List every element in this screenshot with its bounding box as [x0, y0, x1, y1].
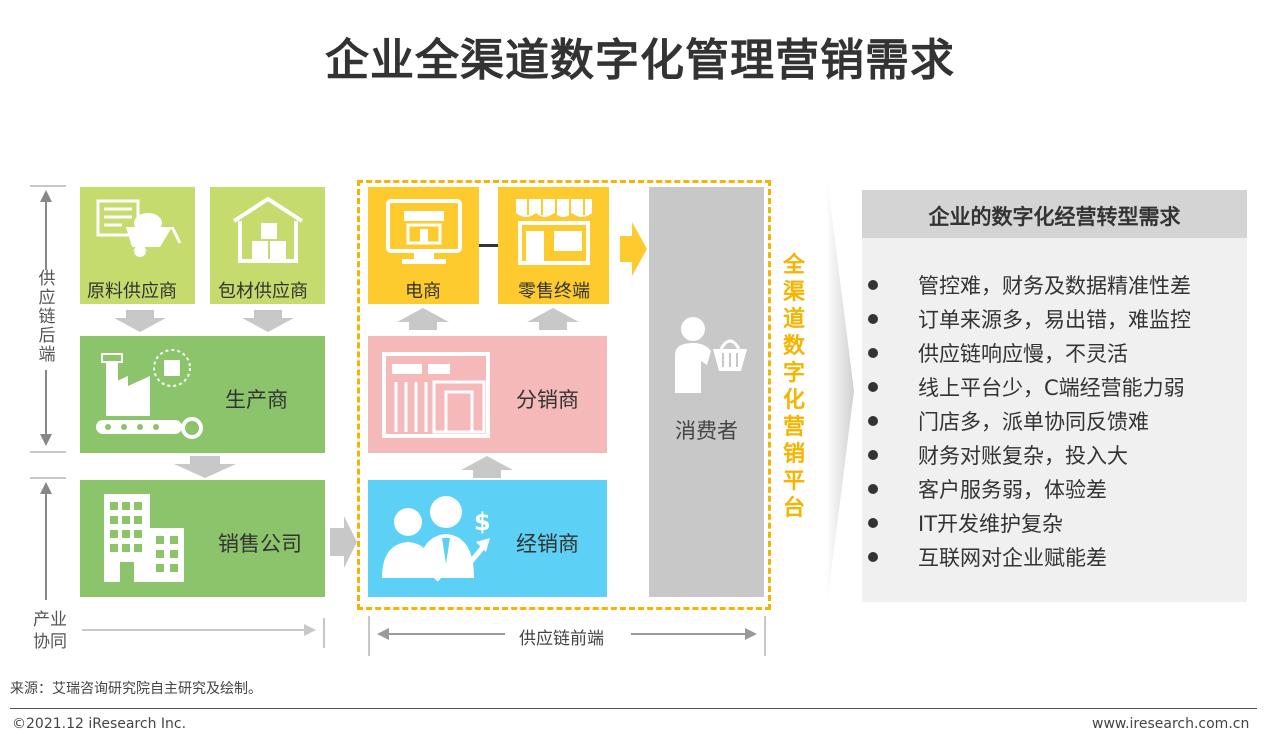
- down-arrow-icon: [242, 310, 294, 332]
- needs-header-bar: 企业的数字化经营转型需求: [862, 190, 1247, 238]
- footer-divider: [10, 708, 1257, 709]
- office-building-icon: [104, 494, 184, 582]
- raw-supplier-label: 原料供应商: [87, 281, 177, 302]
- bullet-icon: [868, 348, 878, 358]
- consumer-label: 消费者: [675, 419, 738, 443]
- right-arrow-icon: [620, 222, 647, 276]
- supply-front-label: 供应链前端: [519, 629, 604, 649]
- right-arrow-icon: [330, 516, 357, 568]
- supply-front-arrow: [368, 616, 766, 656]
- shopping-basket-person-icon: [675, 317, 747, 393]
- warehouse-icon: [232, 196, 304, 263]
- left-axis-lines: [30, 185, 66, 600]
- website: www.iresearch.com.cn: [1092, 716, 1250, 732]
- wheelbarrow-icon: [96, 199, 182, 257]
- industry-collab-arrow: [82, 618, 325, 648]
- down-arrow-icon: [114, 310, 166, 332]
- needs-list-item: 线上平台少，C端经营能力弱: [868, 372, 1185, 402]
- bullet-icon: [868, 382, 878, 392]
- shop-icon: [516, 199, 592, 265]
- retail-terminal-label: 零售终端: [518, 281, 590, 302]
- dealer-label: 经销商: [516, 532, 579, 556]
- needs-list-item: 客户服务弱，体验差: [868, 474, 1107, 504]
- storefront-icon: [382, 352, 490, 438]
- industry-collab-label: 产业协同: [33, 610, 67, 652]
- needs-list-item: 订单来源多，易出错，难监控: [868, 304, 1191, 334]
- retail-terminal-box: 零售终端: [498, 187, 609, 304]
- platform-label: 全渠道数字化营销平台: [782, 253, 805, 521]
- packaging-supplier-label: 包材供应商: [218, 281, 308, 302]
- factory-icon: [96, 349, 203, 439]
- distributor-box: 分销商: [368, 336, 607, 453]
- consumer-box: 消费者: [649, 187, 764, 597]
- distributor-label: 分销商: [516, 388, 579, 412]
- bullet-icon: [868, 518, 878, 528]
- bullet-icon: [868, 484, 878, 494]
- copyright: ©2021.12 iResearch Inc.: [12, 716, 187, 732]
- ecommerce-box: 电商: [368, 187, 479, 304]
- bullet-icon: [868, 280, 878, 290]
- supply-back-label: 供应链后端: [38, 269, 56, 365]
- needs-list-item: IT开发维护复杂: [868, 508, 1063, 538]
- ecommerce-label: 电商: [405, 281, 441, 302]
- page-title: 企业全渠道数字化管理营销需求: [325, 35, 955, 86]
- down-arrow-icon: [174, 456, 236, 478]
- needs-panel: [862, 190, 1247, 602]
- manufacturer-box: 生产商: [80, 336, 325, 453]
- large-chevron-arrow: [826, 170, 854, 612]
- bullet-icon: [868, 552, 878, 562]
- source-note: 来源：艾瑞咨询研究院自主研究及绘制。: [10, 681, 262, 697]
- up-arrow-icon: [397, 308, 449, 330]
- platform-frame: [357, 180, 771, 610]
- bullet-icon: [868, 416, 878, 426]
- needs-header: 企业的数字化经营转型需求: [928, 205, 1181, 229]
- needs-list-item: 门店多，派单协同反馈难: [868, 406, 1149, 436]
- online-store-icon: [386, 199, 462, 264]
- dealer-box: $ 经销商: [368, 480, 607, 597]
- connector-line: [479, 244, 498, 247]
- packaging-supplier-box: 包材供应商: [210, 187, 325, 304]
- businessmen-icon: $: [382, 496, 491, 582]
- needs-list-item: 管控难，财务及数据精准性差: [868, 270, 1191, 300]
- bullet-icon: [868, 314, 878, 324]
- sales-company-label: 销售公司: [218, 532, 302, 556]
- up-arrow-icon: [527, 308, 579, 330]
- up-arrow-icon: [461, 456, 513, 478]
- sales-company-box: 销售公司: [80, 480, 325, 597]
- svg-text:$: $: [474, 508, 491, 536]
- needs-list-item: 供应链响应慢，不灵活: [868, 338, 1128, 368]
- bullet-icon: [868, 450, 878, 460]
- needs-list-item: 财务对账复杂，投入大: [868, 440, 1128, 470]
- manufacturer-label: 生产商: [225, 388, 288, 412]
- needs-list-item: 互联网对企业赋能差: [868, 542, 1107, 572]
- raw-supplier-box: 原料供应商: [80, 187, 195, 304]
